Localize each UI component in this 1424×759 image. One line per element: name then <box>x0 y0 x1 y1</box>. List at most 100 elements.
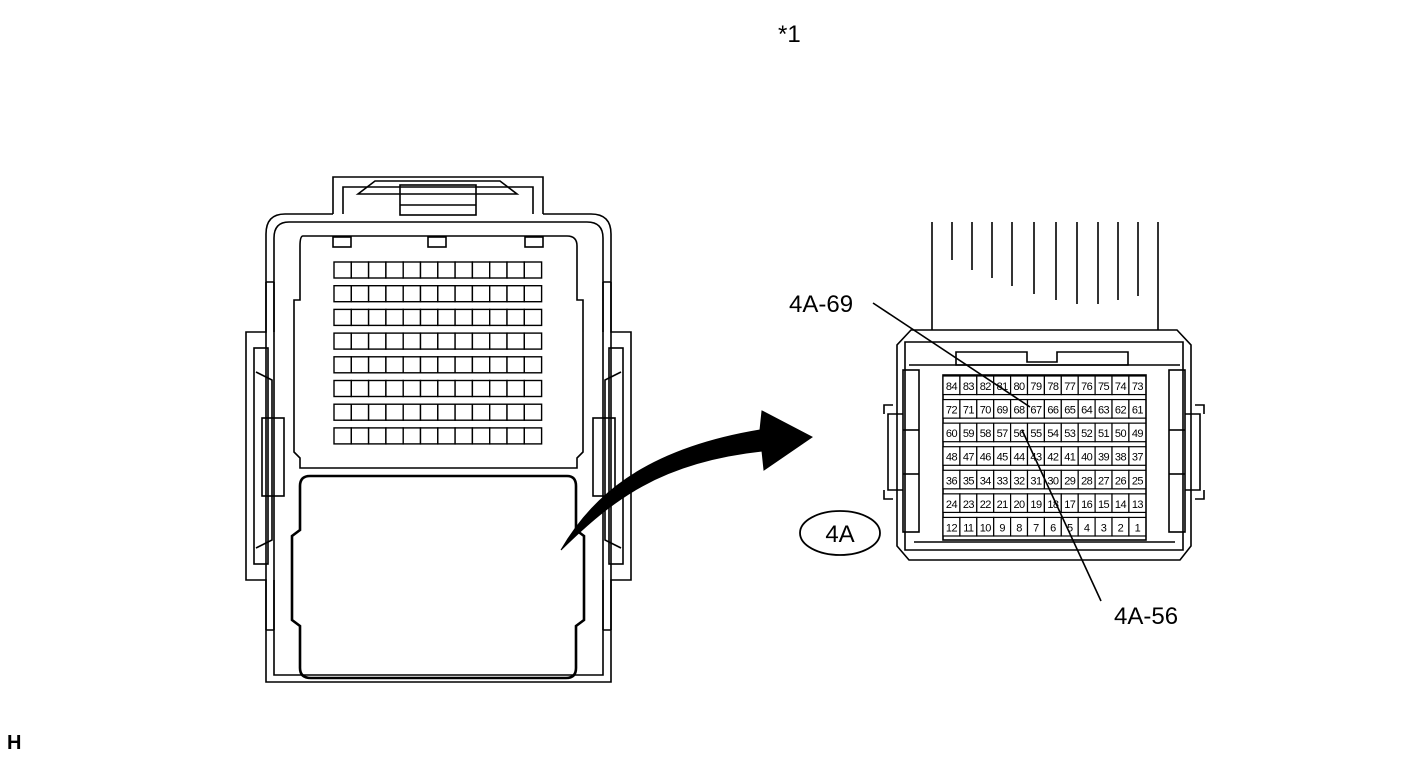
pin-number-80: 80 <box>1014 381 1026 393</box>
pin-number-58: 58 <box>980 428 992 440</box>
pin-number-13: 13 <box>1132 499 1144 511</box>
pin-number-45: 45 <box>997 452 1009 464</box>
cavity <box>367 308 387 327</box>
cavity <box>489 332 508 350</box>
pin-number-29: 29 <box>1064 475 1076 487</box>
pin-number-15: 15 <box>1098 499 1110 511</box>
pin-number-48: 48 <box>946 452 958 464</box>
connector-id-oval <box>799 510 881 556</box>
cavity <box>454 356 474 374</box>
cavity <box>333 285 352 303</box>
pin-number-9: 9 <box>999 522 1005 534</box>
cavity <box>523 379 543 398</box>
cavity <box>471 261 491 279</box>
cavity <box>437 261 456 279</box>
cavity <box>385 308 404 327</box>
pin-number-37: 37 <box>1132 452 1144 464</box>
cavity <box>333 261 352 279</box>
pin-cell <box>1128 516 1147 537</box>
callout-label-top: 4A-69 <box>789 291 853 318</box>
cavity <box>419 356 439 374</box>
cavity <box>419 403 439 421</box>
pin-number-67: 67 <box>1030 405 1042 417</box>
cavity <box>385 285 404 303</box>
cavity <box>454 379 474 398</box>
pin-number-78: 78 <box>1047 381 1059 393</box>
pin-number-28: 28 <box>1081 475 1093 487</box>
pin-number-20: 20 <box>1014 499 1026 511</box>
pin-number-52: 52 <box>1081 428 1093 440</box>
cavity <box>489 379 508 398</box>
cavity <box>333 403 352 421</box>
right-connector-body <box>883 222 1205 561</box>
cavity <box>367 427 387 445</box>
pin-cell <box>1128 446 1147 466</box>
cavity <box>367 403 387 421</box>
pin-number-79: 79 <box>1030 381 1042 393</box>
cavity <box>402 379 422 398</box>
pin-number-14: 14 <box>1115 499 1127 511</box>
pin-number-60: 60 <box>946 428 958 440</box>
pin-number-70: 70 <box>980 405 992 417</box>
cavity <box>402 403 422 421</box>
pin-number-51: 51 <box>1098 428 1110 440</box>
cavity <box>523 308 543 327</box>
cavity <box>333 332 352 350</box>
pin-number-39: 39 <box>1098 452 1110 464</box>
pin-number-10: 10 <box>980 522 992 534</box>
left-connector-body <box>245 176 632 683</box>
pin-number-22: 22 <box>980 499 992 511</box>
cavity <box>506 427 525 445</box>
cavity <box>350 285 370 303</box>
pin-number-84: 84 <box>946 381 958 393</box>
cavity <box>350 308 370 327</box>
cavity <box>419 427 439 445</box>
pin-number-26: 26 <box>1115 475 1127 487</box>
cavity <box>437 379 456 398</box>
pin-number-64: 64 <box>1081 405 1093 417</box>
callout-leader-56 <box>1021 429 1102 602</box>
cavity <box>350 261 370 279</box>
cavity <box>506 332 525 350</box>
pin-number-40: 40 <box>1081 452 1093 464</box>
cavity <box>471 308 491 327</box>
cavity <box>454 403 474 421</box>
cavity <box>402 308 422 327</box>
pin-number-12: 12 <box>946 522 958 534</box>
cavity <box>419 285 439 303</box>
pin-number-1: 1 <box>1135 522 1141 534</box>
cavity <box>385 261 404 279</box>
cavity <box>506 285 525 303</box>
cavity <box>437 427 456 445</box>
cavity <box>350 332 370 350</box>
cavity <box>385 379 404 398</box>
cavity <box>437 403 456 421</box>
pin-number-57: 57 <box>997 428 1009 440</box>
cavity <box>419 308 439 327</box>
pin-number-77: 77 <box>1064 381 1076 393</box>
callout-leader-69 <box>872 302 1031 408</box>
cavity <box>350 427 370 445</box>
pin-number-3: 3 <box>1101 522 1107 534</box>
pin-number-8: 8 <box>1016 522 1022 534</box>
pin-number-7: 7 <box>1033 522 1039 534</box>
cavity <box>523 261 543 279</box>
pin-number-21: 21 <box>997 499 1009 511</box>
pin-number-53: 53 <box>1064 428 1076 440</box>
note-ref-label: *1 <box>778 21 801 48</box>
pin-number-59: 59 <box>963 428 975 440</box>
cavity <box>489 308 508 327</box>
cavity <box>367 285 387 303</box>
pin-number-30: 30 <box>1047 475 1059 487</box>
pin-number-17: 17 <box>1064 499 1076 511</box>
pin-number-75: 75 <box>1098 381 1110 393</box>
pin-number-76: 76 <box>1081 381 1093 393</box>
left-connector-cavity-grid <box>333 261 543 445</box>
pin-number-54: 54 <box>1047 428 1059 440</box>
cavity <box>523 403 543 421</box>
cavity <box>506 308 525 327</box>
direction-arrow <box>560 410 813 551</box>
cavity <box>471 427 491 445</box>
cavity <box>471 332 491 350</box>
